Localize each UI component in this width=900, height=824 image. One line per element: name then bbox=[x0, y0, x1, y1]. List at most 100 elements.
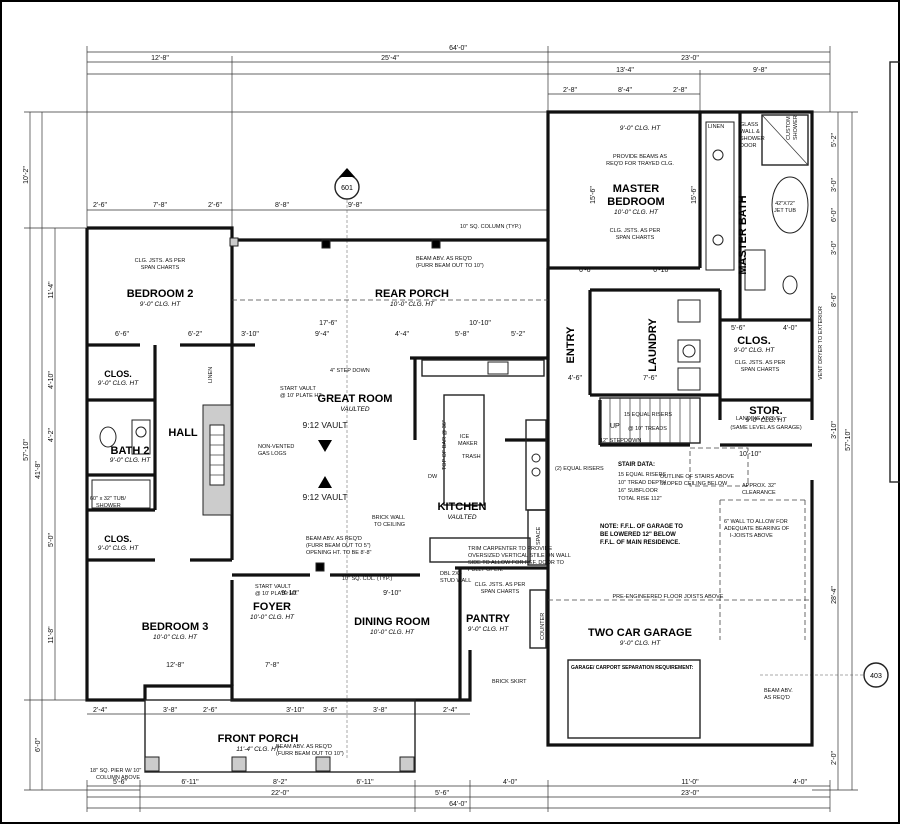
note-stud-wall2: STUD WALL bbox=[440, 578, 471, 584]
reference-lines bbox=[346, 180, 880, 760]
note-treads: @ 10" TREADS bbox=[628, 426, 667, 432]
dim-rp-w3: 4'-4" bbox=[395, 331, 409, 338]
laundry-name: LAUNDRY bbox=[647, 318, 659, 372]
note-glass-wall3: SHOWER bbox=[740, 136, 765, 142]
dim-rp-len: 17'-6" bbox=[319, 320, 337, 327]
note-vault2: 9:12 VAULT bbox=[302, 492, 347, 502]
dim-left-c: 6'-0" bbox=[35, 738, 42, 752]
dim-bot2-c: 6'-11" bbox=[356, 779, 374, 786]
dim-ent-w1: 4'-6" bbox=[568, 375, 582, 382]
note-wall3: I-JOISTS ABOVE bbox=[730, 533, 773, 539]
note-plate-ht2: @ 10' PLATE HT. bbox=[255, 591, 298, 597]
dim-row-d: 8'-8" bbox=[275, 202, 289, 209]
great-room-clg: VAULTED bbox=[340, 406, 369, 413]
foyer-clg: 10'-0" CLG. HT bbox=[250, 614, 295, 621]
note-glass-wall: GLASS bbox=[740, 122, 759, 128]
dim-fp-d: 3'-10" bbox=[286, 707, 304, 714]
dim-left-f: 4'-2" bbox=[48, 428, 55, 442]
dim-bot2-a: 6'-11" bbox=[181, 779, 199, 786]
dim-left-d: 11'-4" bbox=[48, 281, 55, 299]
plan-notes: 10" SQ. COLUMN (TYP.) BEAM ABV. AS REQ'D… bbox=[90, 115, 824, 781]
master-bedroom-clg: 10'-0" CLG. HT bbox=[614, 209, 659, 216]
note-brick-skirt: BRICK SKIRT bbox=[492, 679, 527, 685]
rear-porch-name: REAR PORCH bbox=[375, 288, 449, 300]
dim-rp-len2: 10'-10" bbox=[469, 320, 491, 327]
dim-dr-w: 9'-10" bbox=[383, 590, 401, 597]
note-stepdown12: 12" STEPDOWN bbox=[600, 438, 641, 444]
laundry-fixtures bbox=[677, 299, 701, 391]
note-gas-logs: NON-VENTED bbox=[258, 444, 294, 450]
note-pantry-span: SPAN CHARTS bbox=[481, 589, 520, 595]
pantry-clg: 9'-0" CLG. HT bbox=[468, 626, 509, 633]
dim-left-h: 11'-8" bbox=[48, 626, 55, 644]
note-pier2: COLUMN ABOVE bbox=[96, 775, 140, 781]
note-jet-tub2: JET TUB bbox=[774, 208, 796, 214]
note-floor-joists: PRE-ENGINEERED FLOOR JOISTS ABOVE bbox=[613, 594, 724, 600]
dim-mb-d: 8'-4" bbox=[618, 87, 632, 94]
note-ffl1: NOTE: F.F.L. OF GARAGE TO bbox=[600, 524, 683, 530]
note-stud-wall: DBL 2X4 bbox=[440, 571, 462, 577]
note-pier: 18" SQ. PIER W/ 10" bbox=[90, 768, 141, 774]
note-beam-rear: BEAM ABV. AS REQ'D bbox=[416, 256, 472, 262]
dim-ent-w2: 7'-6" bbox=[643, 375, 657, 382]
note-mb-clg: CLG. JSTS. AS PER bbox=[610, 228, 661, 234]
note-step-down: 4" STEP DOWN bbox=[330, 368, 370, 374]
note-ice-maker2: MAKER bbox=[458, 441, 478, 447]
garage-name: TWO CAR GARAGE bbox=[588, 627, 692, 639]
front-porch-name: FRONT PORCH bbox=[218, 733, 299, 745]
note-tub: 60" x 32" TUB/ bbox=[90, 496, 126, 502]
note-space: SPACE bbox=[536, 526, 542, 545]
note-brick-wall2: TO CEILING bbox=[374, 522, 405, 528]
top-dimensions: 64'-0" 12'-8" 25'-4" 23'-0" 13'-4" 9'-8"… bbox=[86, 45, 831, 230]
dim-left-b: 41'-8" bbox=[35, 461, 42, 479]
note-front-beam: BEAM ABV. AS REQ'D bbox=[276, 744, 332, 750]
arrow-down-icon bbox=[318, 440, 332, 452]
dim-fp-a: 2'-4" bbox=[93, 707, 107, 714]
note-plate-ht: @ 10' PLATE HT. bbox=[280, 393, 323, 399]
dim-right-b: 3'-0" bbox=[831, 178, 838, 192]
note-trim3: SIDE TO ALLOW FOR REF. DOOR TO bbox=[468, 560, 565, 566]
note-landing: LANDING ABOVE bbox=[736, 416, 781, 422]
dim-top-c: 23'-0" bbox=[681, 55, 699, 62]
master-clos-name: CLOS. bbox=[737, 335, 771, 347]
dim-right-e: 8'-6" bbox=[831, 293, 838, 307]
note-wall2: ADEQUATE BEARING OF bbox=[724, 526, 790, 532]
note-start-vault: START VAULT bbox=[280, 386, 317, 392]
note-stair3: 16" SUBFLOOR bbox=[618, 488, 658, 494]
note-clearance: APPROX. 32" bbox=[742, 483, 776, 489]
dim-bot-c: 5'-6" bbox=[435, 790, 449, 797]
section-b-label: 403 bbox=[870, 673, 882, 680]
dim-bot2-b: 8'-2" bbox=[273, 779, 287, 786]
note-equal-risers: (2) EQUAL RISERS bbox=[555, 466, 604, 472]
note-stair1: 15 EQUAL RISERS bbox=[618, 472, 666, 478]
note-risers: 15 EQUAL RISERS bbox=[624, 412, 672, 418]
note-beam-gr3: OPENING HT. TO BE 8'-8" bbox=[306, 550, 372, 556]
bottom-dimensions: 5'-6" 22'-0" 5'-6" 23'-0" 64'-0" 6'-11" … bbox=[86, 707, 831, 812]
dim-bot-d: 23'-0" bbox=[681, 790, 699, 797]
note-trim4: FULLY OPEN. bbox=[468, 567, 504, 573]
master-bedroom-name1: MASTER bbox=[613, 183, 660, 195]
dining-room-name: DINING ROOM bbox=[354, 616, 430, 628]
dim-right-a: 5'-2" bbox=[831, 133, 838, 147]
section-tag-b: 403 bbox=[863, 662, 889, 688]
note-linen: LINEN bbox=[708, 124, 724, 130]
note-counter: COUNTER bbox=[540, 613, 546, 640]
bedroom3-clg: 10'-0" CLG. HT bbox=[153, 634, 198, 641]
dim-mb-w1: 6'-6" bbox=[579, 267, 593, 274]
note-provide-beams: PROVIDE BEAMS AS bbox=[613, 154, 667, 160]
note-trim2: OVERSIZED VERTICAL STILE ON WALL bbox=[468, 553, 571, 559]
dim-right-total: 57'-10" bbox=[845, 429, 852, 451]
dim-fp-g: 2'-4" bbox=[443, 707, 457, 714]
dim-right-h: 2'-0" bbox=[831, 751, 838, 765]
arrow-up-icon bbox=[318, 476, 332, 488]
interior-dimensions: 6'-6" 6'-2" 3'-10" 9'-4" 4'-4" 5'-8" 5'-… bbox=[115, 186, 797, 669]
fireplace bbox=[202, 404, 232, 516]
note-mc-span: SPAN CHARTS bbox=[741, 367, 780, 373]
clos2-name: CLOS. bbox=[104, 534, 132, 544]
dim-left-total: 57'-10" bbox=[23, 439, 30, 461]
note-brick-wall: BRICK WALL bbox=[372, 515, 405, 521]
note-stair4: TOTAL RISE 112" bbox=[618, 496, 662, 502]
note-pantry-clg: CLG. JSTS. AS PER bbox=[475, 582, 526, 588]
dim-bot2-e: 11'-0" bbox=[681, 779, 699, 786]
note-tub2: SHOWER bbox=[96, 503, 121, 509]
